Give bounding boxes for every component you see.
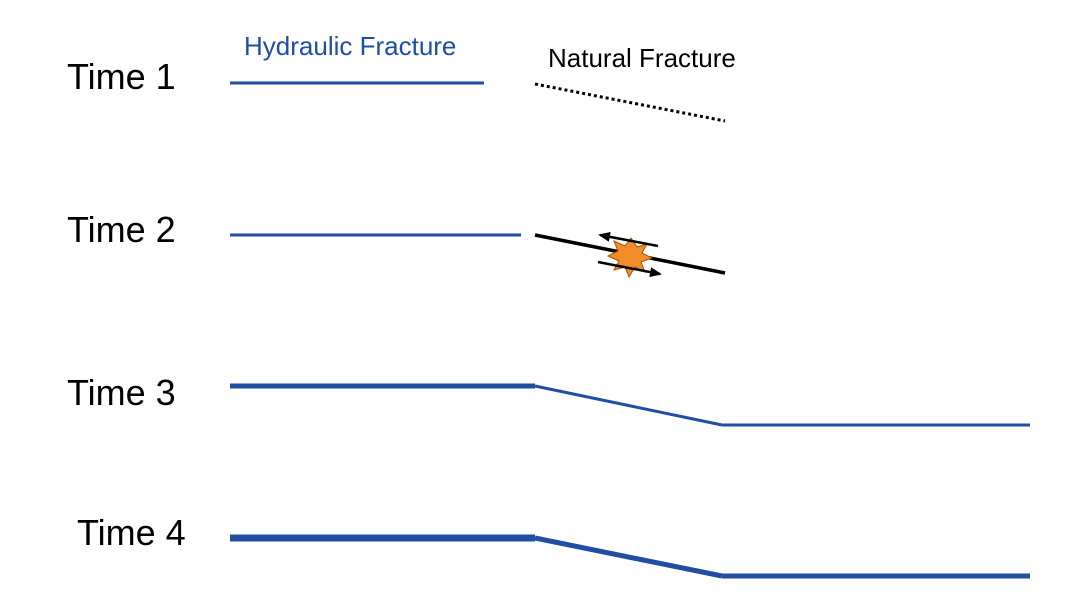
time-label-4: Time 4 (77, 512, 186, 553)
stage-3-fractures (230, 383, 1030, 427)
natural-fracture-opened-line (534, 535, 723, 579)
legend-hydraulic-fracture: Hydraulic Fracture (244, 31, 457, 61)
stage-1-fractures (230, 81, 726, 123)
stage-4-fractures (230, 534, 1030, 579)
legend-natural-fracture: Natural Fracture (548, 43, 736, 73)
time-label-1: Time 1 (67, 56, 176, 97)
time-label-3: Time 3 (67, 372, 176, 413)
time-label-2: Time 2 (67, 209, 176, 250)
slip-arrow-right-icon (597, 260, 662, 278)
slip-arrow-left-icon (598, 231, 659, 248)
natural-fracture-line (534, 82, 726, 123)
stage-2-fractures (230, 231, 726, 279)
natural-fracture-opened-line (534, 384, 723, 427)
